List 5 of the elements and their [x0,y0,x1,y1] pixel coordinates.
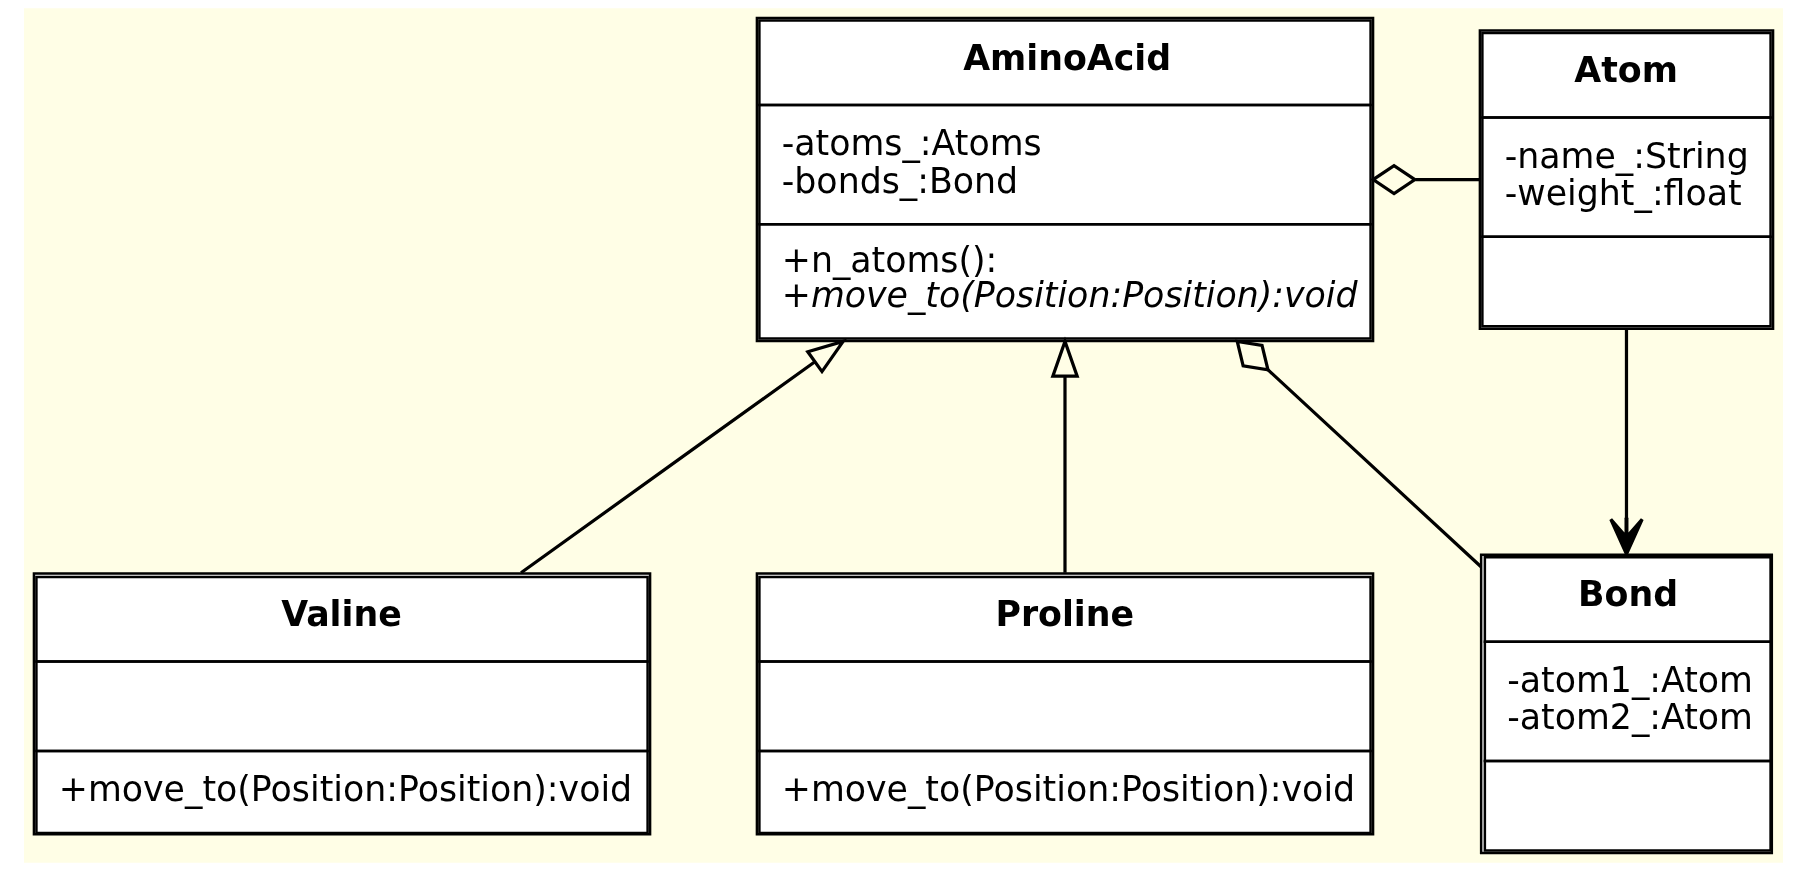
connector [1369,163,1479,196]
connector [1234,339,1482,568]
arrow [519,338,847,575]
arrow [1050,336,1079,573]
arrow [1608,328,1644,556]
